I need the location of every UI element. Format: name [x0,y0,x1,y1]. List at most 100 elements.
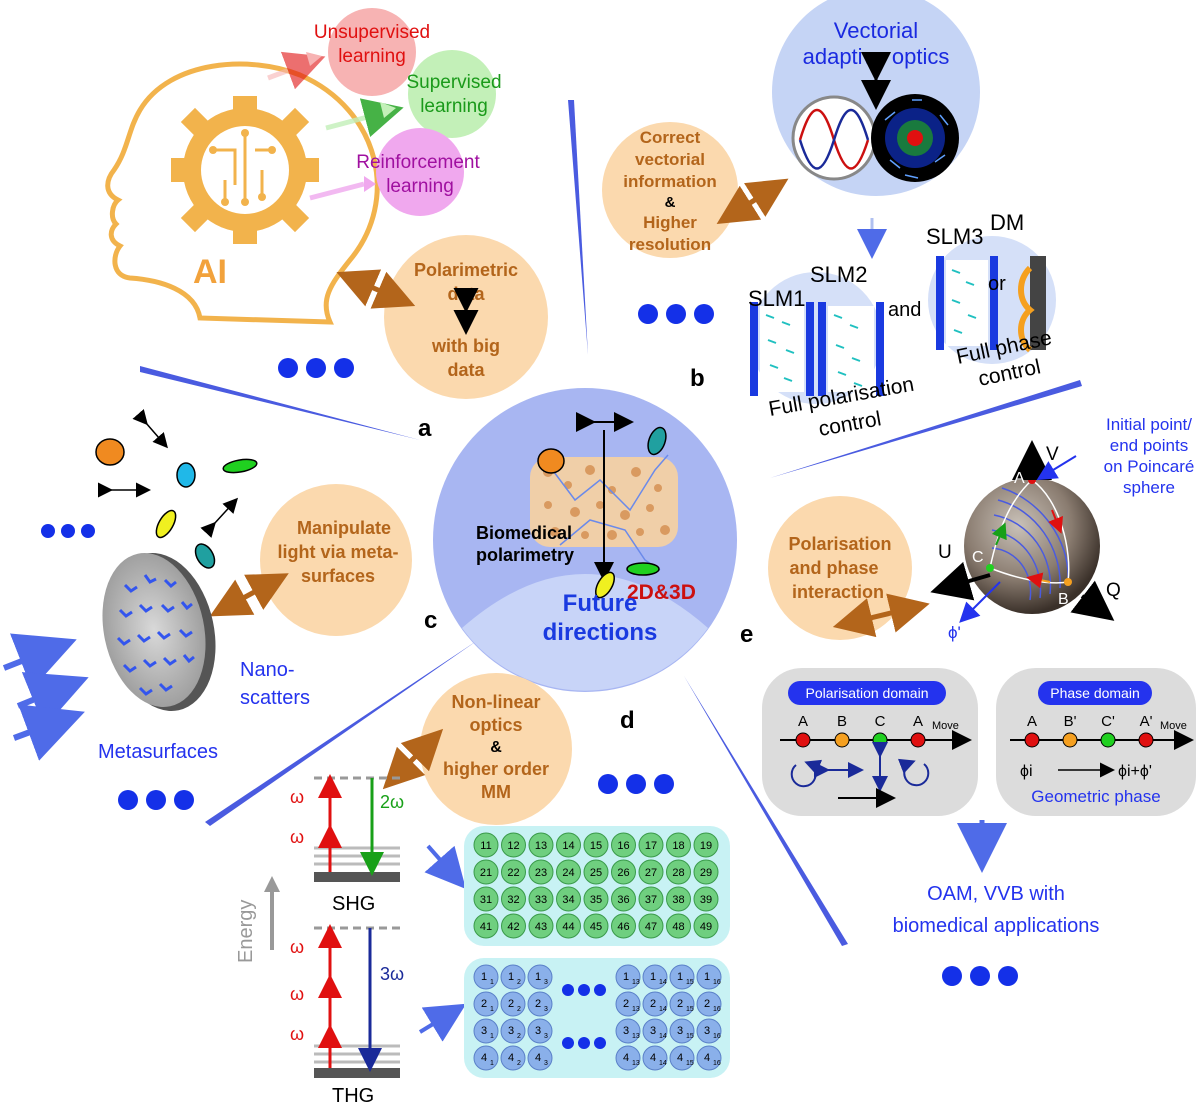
mm-element [528,859,554,885]
nlo-label-2: optics [469,715,522,735]
mm-element [527,1018,553,1044]
mm-element [527,964,553,990]
ellipsis-dots-oam [942,966,1018,986]
interaction-label-2: and phase [789,558,878,578]
mm-element [527,1045,553,1071]
geometric-phase-label: Geometric phase [1031,787,1160,806]
mm-element-label: 3 [481,1025,487,1037]
ellipsis-dots-metasurface [118,790,194,810]
mm-element-label: 11 [480,840,491,852]
mm-element [556,832,581,858]
polarimetric-label-3: with big [431,336,500,356]
mm-element [615,1018,641,1044]
mm-element-label: 16 [617,840,629,852]
omega-label-4: ω [290,984,304,1004]
mm-element-label: 2 [704,998,710,1010]
pol-domain-badge [788,681,946,705]
learning-arrows [267,51,404,201]
phase-point-4: A' [1140,713,1153,730]
metasurface-disc-icon [102,552,216,711]
vectorial-ao-label-1: Vectorial [834,18,918,43]
mm-element-label: 2 [623,998,629,1010]
mm-element-label: 3 [677,1025,683,1037]
correct-label-3: information [623,172,717,191]
omega-label-2: ω [290,827,304,847]
and-label: and [888,299,921,321]
mm-element-sub: 14 [659,979,667,986]
mm-element [528,832,554,858]
mm-element [642,1045,668,1071]
mm-element-label: 2 [535,998,541,1010]
dm-label: DM [990,210,1024,235]
mm-element [638,832,664,858]
dims-label: 2D&3D [627,581,696,604]
mm-element-sub: 15 [686,1006,694,1013]
mm-element-label: 1 [650,971,656,983]
biomedical-label-2: polarimetry [476,545,574,565]
two-omega-label: 2ω [380,792,404,812]
mm-element-sub: 15 [686,1060,694,1067]
mm-element-label: 3 [704,1025,710,1037]
mm-element [611,913,636,939]
mm-element-sub: 2 [517,979,521,986]
mm-element [642,1018,668,1044]
polarimetric-label-2: data [447,284,485,304]
nlo-label-5: MM [481,782,511,802]
pol-point-1: A [798,713,808,730]
slm1-label: SLM1 [748,286,805,311]
slm3-label: SLM3 [926,224,983,249]
mm-element-label: 19 [700,840,712,852]
mm-element-label: 3 [623,1025,629,1037]
polarimetric-label-4: data [447,360,485,380]
energy-label: Energy [235,900,257,963]
mm-element-label: 41 [480,921,492,933]
thg-to-grid-arrow [418,1003,467,1042]
ellipsis-dots-ai [278,358,354,378]
ellipsis-dots-grid-top [562,984,606,996]
shg-diagram [264,774,400,950]
axis-v-label: V [1046,444,1059,465]
unsupervised-bubble [328,8,416,96]
mm-element [556,913,581,939]
ellipsis-dots-meta [41,524,95,538]
future-label-1: Future [563,590,638,617]
mm-element [473,1045,499,1071]
slm2-label: SLM2 [810,262,867,287]
pol-point-3: C [875,713,886,730]
mm-element-label: 4 [704,1052,710,1064]
mm-element [669,964,695,990]
correct-bubble [602,122,738,258]
mm-element-label: 25 [590,867,602,879]
mm-element-label: 48 [672,921,684,933]
reinforcement-label-1: Reinforcement [356,152,480,173]
manipulate-label-1: Manipulate [297,518,391,538]
mm-element [500,1018,526,1044]
mm-element [615,1045,641,1071]
mm-element-label: 3 [535,1025,541,1037]
ellipsis-dots-ao [638,304,714,324]
axis-q-label: Q [1106,580,1121,601]
mm-element-label: 3 [508,1025,514,1037]
manipulate-arrow [209,573,289,617]
mm-element-label: 23 [535,867,547,879]
nlo-arrow [382,728,444,790]
mm-element [696,1045,722,1071]
nano-scatterers [95,409,258,569]
mm-element-sub: 13 [632,979,640,986]
mm-element [638,859,664,885]
mm-element-label: 1 [677,971,683,983]
mm-element [666,913,691,939]
mm-element [669,1045,695,1071]
mm-element [615,964,641,990]
mm-element [501,886,526,912]
mm-element-label: 31 [480,894,492,906]
center-circle [433,388,737,692]
mm-grid-2 [464,958,730,1078]
mm-element-sub: 1 [490,1006,494,1013]
mm-element [473,913,499,939]
thg-diagram [314,924,400,1078]
mm-element-sub: 16 [713,1033,721,1040]
vectorial-ao-label-2: adaptive optics [803,44,950,69]
phase-point-3: C' [1101,713,1115,730]
ai-label: AI [193,253,227,291]
